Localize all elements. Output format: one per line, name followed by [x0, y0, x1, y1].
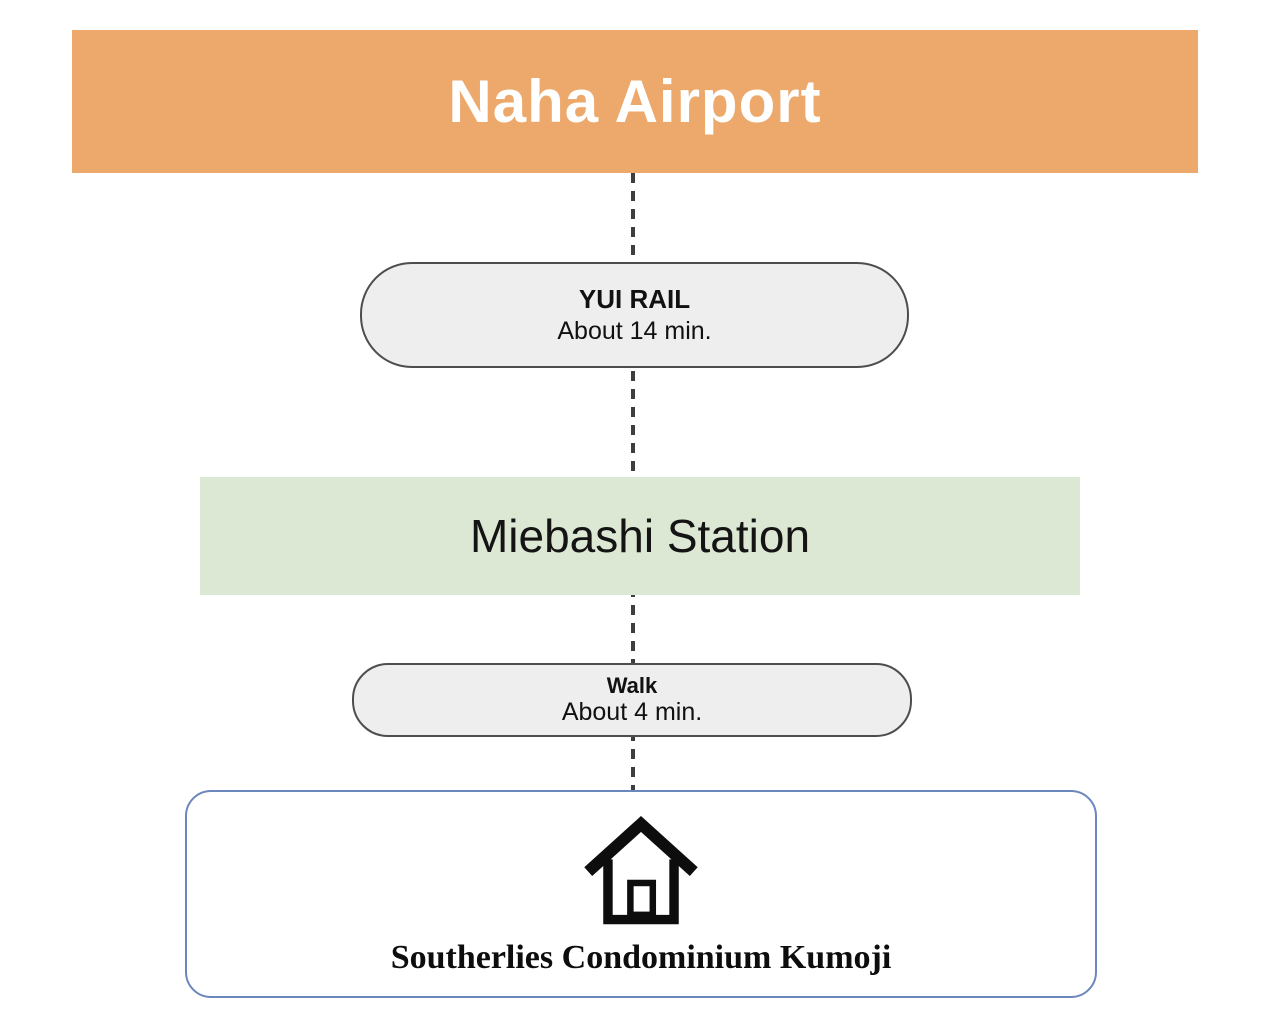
origin-label: Naha Airport: [448, 68, 822, 135]
house-icon: [584, 816, 698, 925]
leg-rail-duration: About 14 min.: [557, 316, 712, 345]
leg-rail-mode: YUI RAIL: [578, 284, 691, 315]
leg-walk-pill: Walk About 4 min.: [352, 663, 912, 737]
station-banner: Miebashi Station: [200, 477, 1080, 595]
destination-label: Southerlies Condominium Kumoji: [390, 939, 892, 976]
station-label: Miebashi Station: [469, 510, 811, 562]
leg-walk-duration: About 4 min.: [561, 698, 703, 727]
destination-box: Southerlies Condominium Kumoji: [185, 790, 1097, 998]
leg-walk-mode: Walk: [606, 672, 658, 698]
origin-banner: Naha Airport: [72, 30, 1198, 173]
leg-rail-pill: YUI RAIL About 14 min.: [360, 262, 909, 368]
